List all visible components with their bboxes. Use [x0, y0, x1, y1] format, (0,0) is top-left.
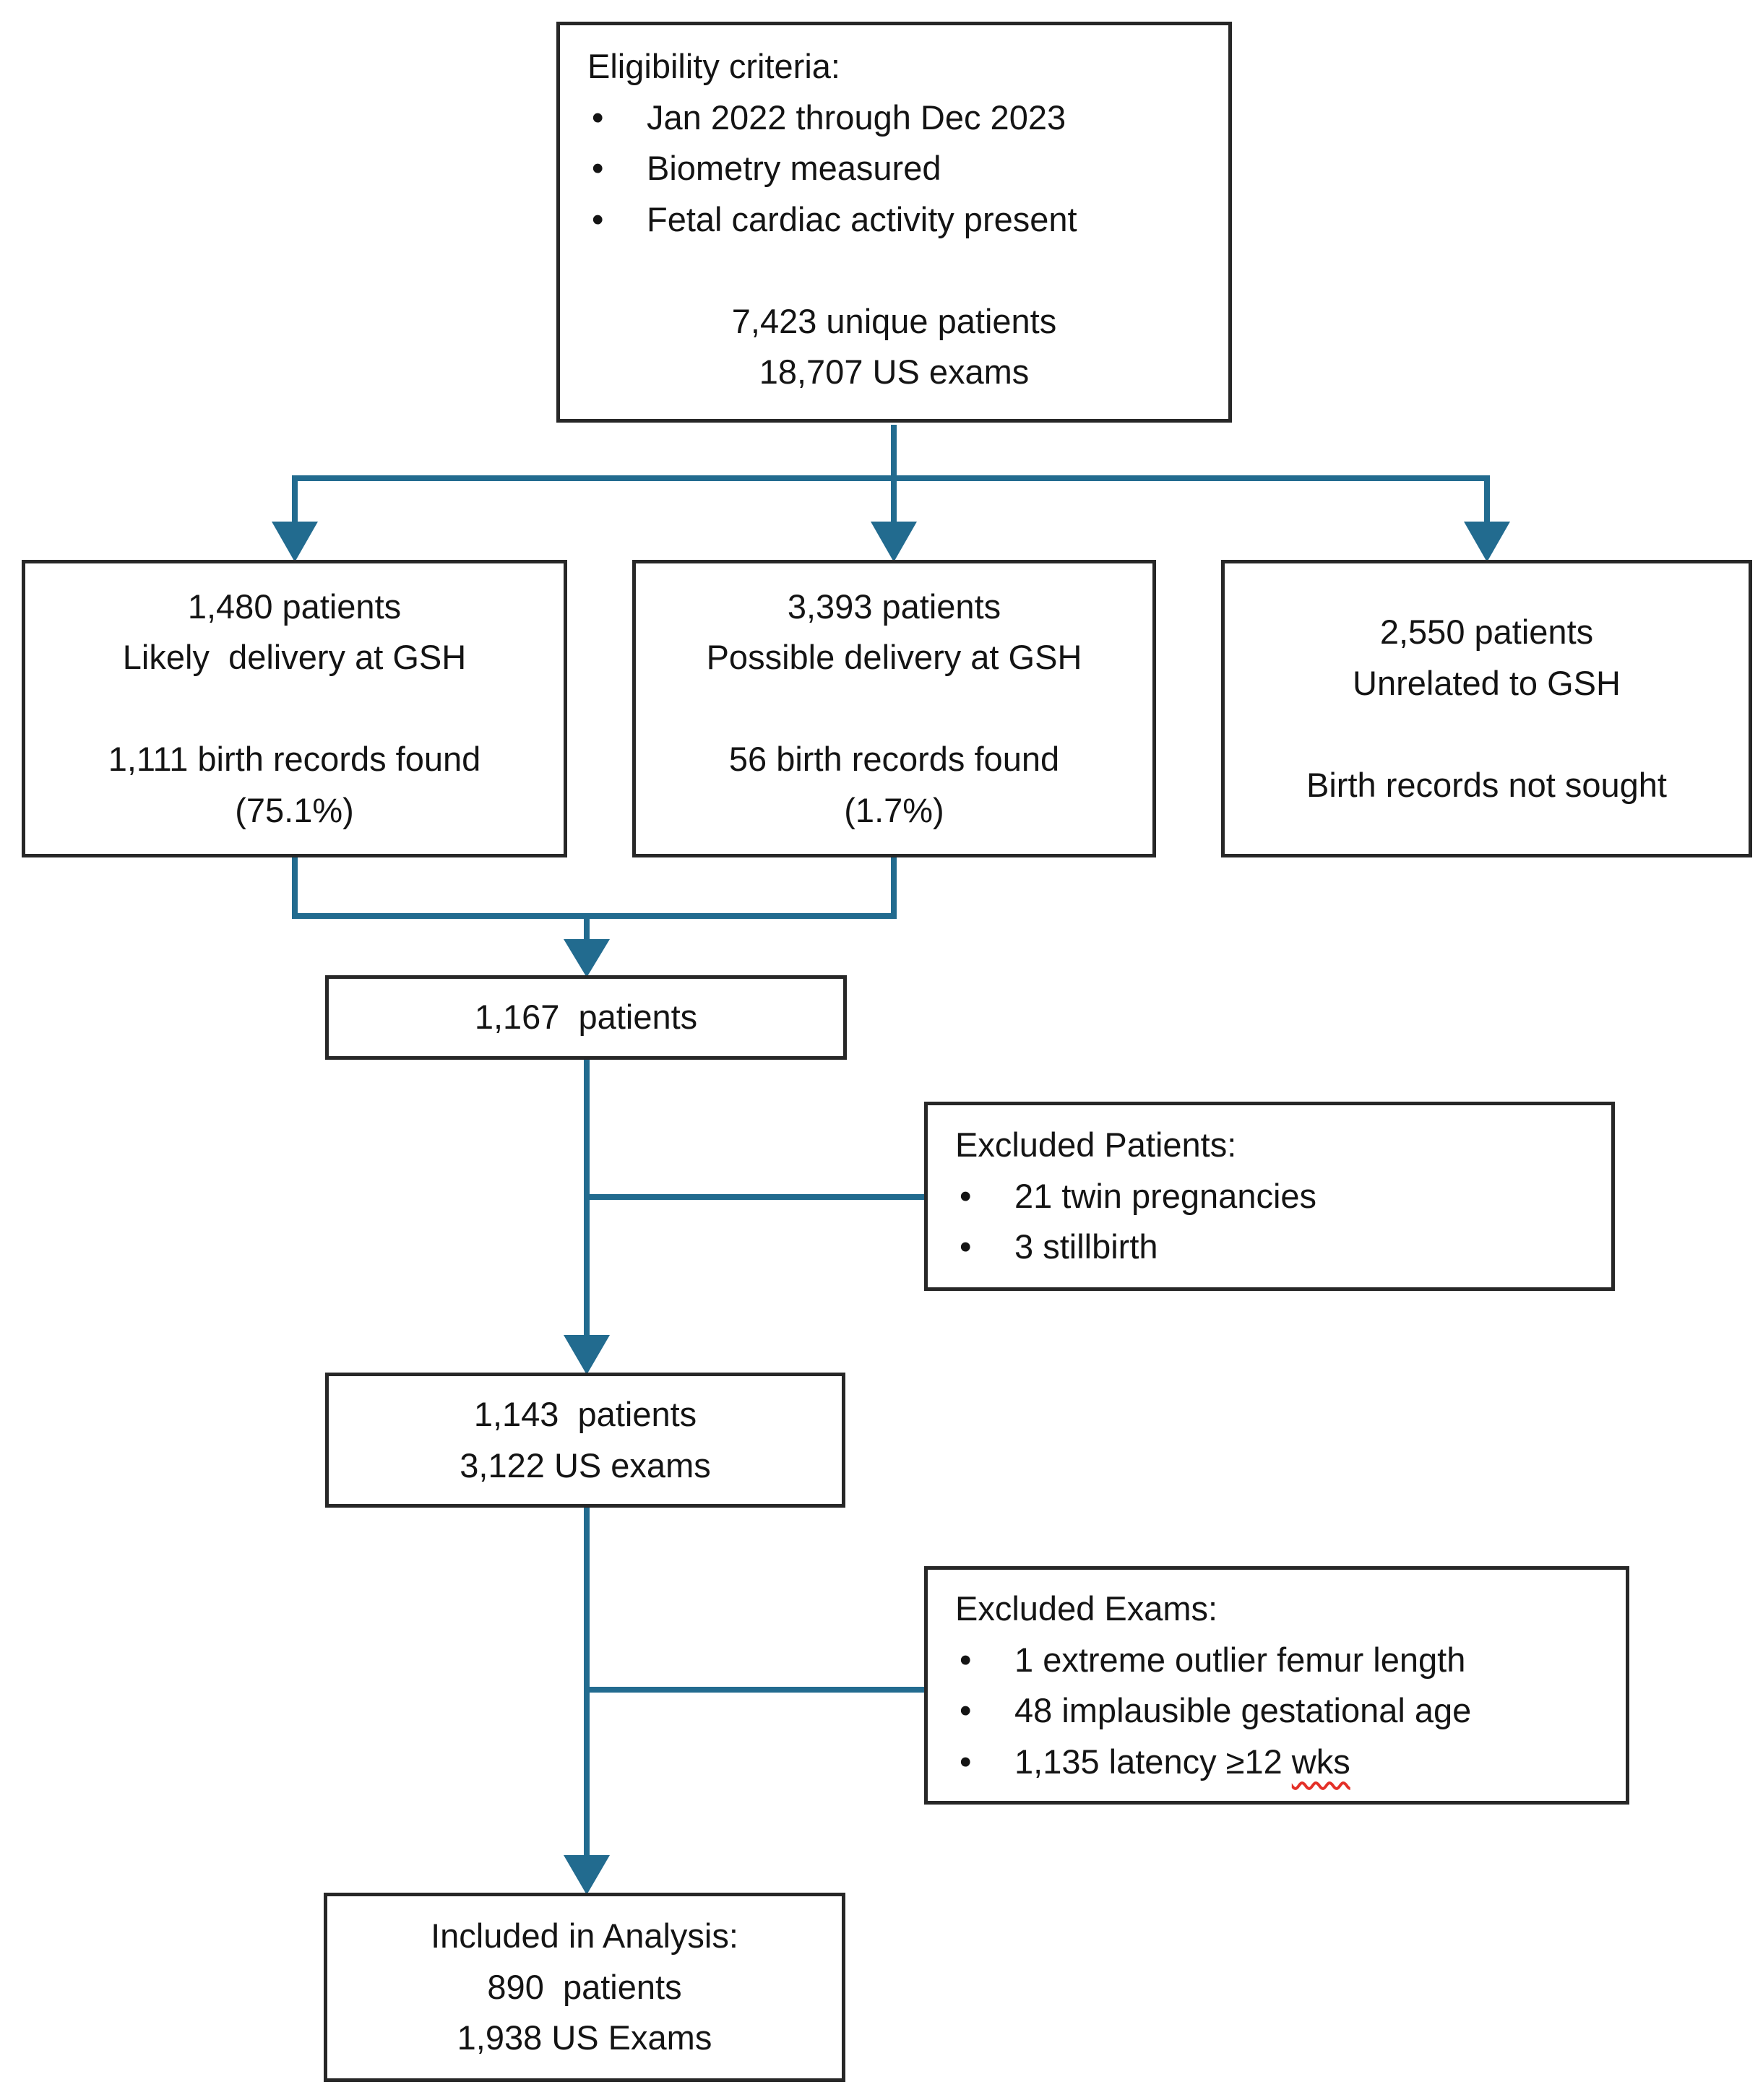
excluded-patients-box: Excluded Patients: • 21 twin pregnancies… — [924, 1102, 1615, 1291]
latency-text: 1,135 latency ≥12 — [1014, 1742, 1292, 1781]
connector-merge — [292, 857, 897, 919]
possible-label: Possible delivery at GSH — [706, 638, 1082, 677]
merged-patients-box: 1,167 patients — [325, 975, 847, 1060]
likely-birth-records: 1,111 birth records found — [108, 740, 481, 779]
unrelated-count: 2,550 patients — [1379, 613, 1594, 651]
eligibility-bullet-3-text: Fetal cardiac activity present — [647, 199, 1077, 238]
possible-delivery-box: 3,393 patients Possible delivery at GSH … — [632, 560, 1156, 857]
likely-delivery-box: 1,480 patients Likely delivery at GSH 1,… — [22, 560, 567, 857]
excluded-exams-title: Excluded Exams: — [955, 1589, 1218, 1628]
bullet-icon: • — [592, 149, 604, 187]
excluded-exams-bullet-2: • 48 implausible gestational age — [928, 1685, 1626, 1737]
possible-count: 3,393 patients — [787, 587, 1001, 626]
eligibility-bullet-2: • Biometry measured — [560, 143, 1228, 194]
spacer — [1225, 709, 1749, 760]
excluded-exams-bullet-2-text: 48 implausible gestational age — [1014, 1691, 1472, 1729]
excluded-patients-bullet-2-text: 3 stillbirth — [1014, 1227, 1158, 1266]
arrowhead-likely — [272, 522, 318, 562]
excluded-patients-title: Excluded Patients: — [955, 1125, 1237, 1164]
after-patient-exclusions-box: 1,143 patients 3,122 US exams — [325, 1373, 845, 1508]
bullet-icon: • — [960, 1227, 972, 1266]
unrelated-birth-records: Birth records not sought — [1306, 765, 1667, 804]
eligibility-bullet-3: • Fetal cardiac activity present — [560, 194, 1228, 246]
excluded-patients-bullet-2: • 3 stillbirth — [928, 1222, 1611, 1273]
spacer — [560, 245, 1228, 296]
eligibility-bullet-1-text: Jan 2022 through Dec 2023 — [647, 98, 1066, 137]
arrowhead-included — [564, 1855, 610, 1895]
unrelated-label: Unrelated to GSH — [1353, 663, 1621, 702]
likely-count: 1,480 patients — [187, 587, 402, 626]
included-title: Included in Analysis: — [431, 1917, 738, 1956]
bullet-icon: • — [592, 98, 604, 137]
after-exclusions-exams: 3,122 US exams — [460, 1446, 711, 1485]
possible-birth-records: 56 birth records found — [728, 740, 1060, 779]
eligibility-stat-patients: 7,423 unique patients — [731, 301, 1057, 340]
arrowhead-merged — [564, 939, 610, 977]
arrowhead-unrelated — [1464, 522, 1510, 562]
eligibility-box: Eligibility criteria: • Jan 2022 through… — [556, 22, 1232, 423]
possible-birth-records-pct: (1.7%) — [844, 790, 944, 829]
included-patients: 890 patients — [487, 1967, 682, 2006]
eligibility-title: Eligibility criteria: — [587, 47, 840, 85]
likely-label: Likely delivery at GSH — [122, 638, 467, 677]
excluded-exams-bullet-1: • 1 extreme outlier femur length — [928, 1635, 1626, 1686]
arrowhead-possible — [871, 522, 917, 562]
bullet-icon: • — [960, 1640, 972, 1679]
included-in-analysis-box: Included in Analysis: 890 patients 1,938… — [324, 1893, 845, 2082]
excluded-patients-bullet-1-text: 21 twin pregnancies — [1014, 1176, 1317, 1215]
eligibility-bullet-1: • Jan 2022 through Dec 2023 — [560, 92, 1228, 144]
eligibility-stat-exams: 18,707 US exams — [759, 353, 1030, 391]
eligibility-bullet-2-text: Biometry measured — [647, 149, 941, 187]
excluded-exams-bullet-3: • 1,135 latency ≥12 wks — [928, 1737, 1626, 1788]
bullet-icon: • — [960, 1691, 972, 1729]
latency-wks-misspell-squiggle: wks — [1291, 1742, 1350, 1781]
bullet-icon: • — [960, 1176, 972, 1215]
arrowhead-after-exclusions — [564, 1335, 610, 1375]
spacer — [636, 683, 1152, 735]
excluded-exams-bullet-1-text: 1 extreme outlier femur length — [1014, 1640, 1466, 1679]
excluded-exams-box: Excluded Exams: • 1 extreme outlier femu… — [924, 1566, 1629, 1805]
spacer — [25, 683, 564, 735]
bullet-icon: • — [960, 1742, 972, 1781]
likely-birth-records-pct: (75.1%) — [235, 790, 354, 829]
excluded-exams-bullet-3-text: 1,135 latency ≥12 wks — [1014, 1737, 1618, 1788]
merged-count: 1,167 patients — [474, 998, 698, 1037]
after-exclusions-count: 1,143 patients — [473, 1395, 697, 1433]
unrelated-box: 2,550 patients Unrelated to GSH Birth re… — [1221, 560, 1752, 857]
bullet-icon: • — [592, 199, 604, 238]
excluded-patients-bullet-1: • 21 twin pregnancies — [928, 1171, 1611, 1222]
included-exams: 1,938 US Exams — [457, 2018, 712, 2057]
